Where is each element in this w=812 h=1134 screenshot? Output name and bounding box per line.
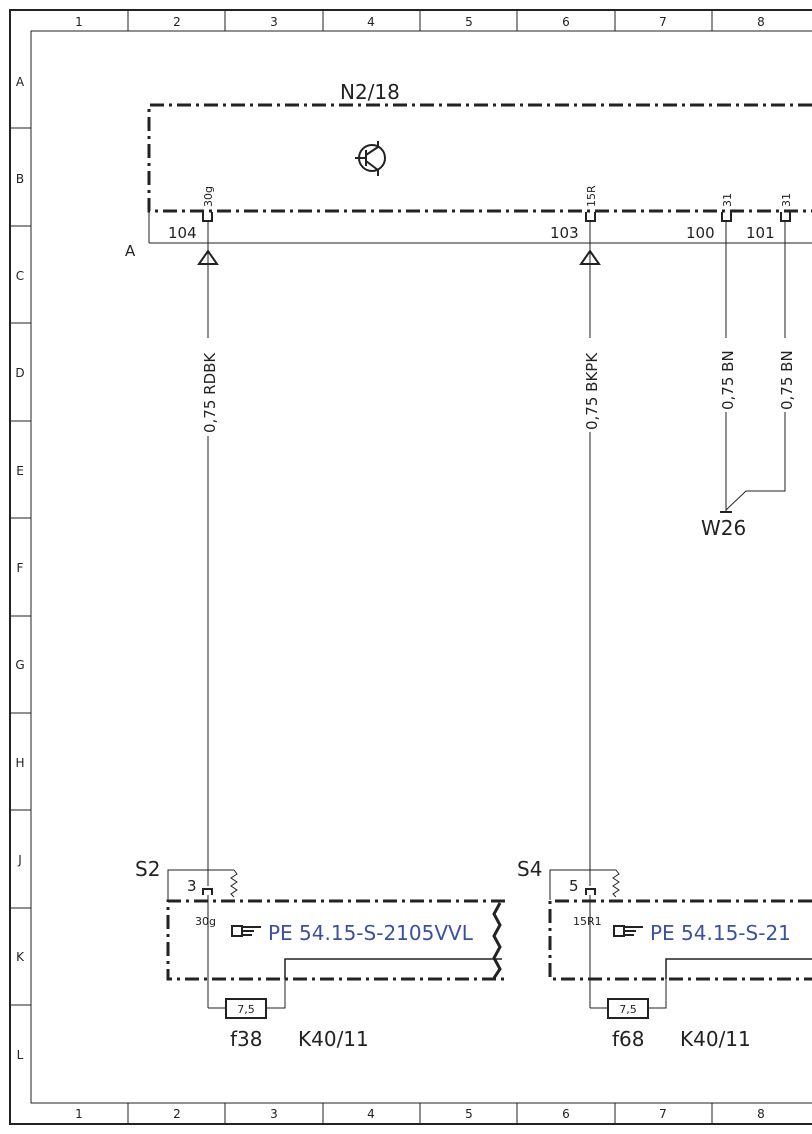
pin-signal: 30g <box>202 186 215 207</box>
fuse-box-label: K40/11 <box>680 1027 751 1051</box>
break-icon <box>492 902 502 979</box>
pin-number: 103 <box>550 224 579 242</box>
pin-number: 100 <box>686 224 715 242</box>
row-label: G <box>15 658 24 672</box>
wire-label: 0,75 RDBK <box>201 352 219 433</box>
fuse-box-boundary <box>166 899 505 981</box>
column-ruler-top: 1 2 3 4 5 6 7 8 <box>75 10 765 31</box>
fuse-label: f68 <box>612 1027 645 1051</box>
row-label: K <box>16 950 25 964</box>
pin-signal: 15R <box>585 185 598 207</box>
terminal-label: 15R1 <box>573 915 602 928</box>
wire-bn-b: 0,75 BN <box>725 243 796 511</box>
connector-arrow-icon <box>579 249 601 265</box>
col-label: 6 <box>562 15 570 29</box>
wire-label: 0,75 BKPK <box>583 352 601 430</box>
ground-point-w26: W26 <box>701 511 746 540</box>
module-boundary <box>147 103 812 213</box>
fuse-block-s4: S4 5 15R1 PE 54.15-S-21 7,5 f68 K40/11 <box>517 857 812 1051</box>
fuse-box-boundary <box>548 899 812 981</box>
row-label: D <box>15 366 24 380</box>
connector-arrow-icon <box>197 249 219 265</box>
col-label: 2 <box>173 15 181 29</box>
spring-icon <box>230 869 238 898</box>
col-label: 8 <box>757 15 765 29</box>
fuse-block-s2: S2 3 30g PE 54.15-S-2105VVL 7,5 f38 K40/… <box>135 857 505 1051</box>
pin-15r: 15R 103 <box>550 185 598 243</box>
pin-31-b: 31 101 <box>746 193 793 243</box>
col-label: 6 <box>562 1107 570 1121</box>
row-label: H <box>15 756 24 770</box>
module-n2-18: N2/18 A 30g 104 15R 103 <box>125 80 812 260</box>
pin-signal: 31 <box>780 193 793 207</box>
circuit-label: S4 <box>517 857 542 881</box>
col-label: 4 <box>367 1107 375 1121</box>
wire-bkpk: 0,75 BKPK <box>579 243 601 886</box>
reference-link[interactable]: PE 54.15-S-2105VVL <box>268 921 474 945</box>
reference-link[interactable]: PE 54.15-S-21 <box>650 921 791 945</box>
col-label: 1 <box>75 1107 83 1121</box>
row-label: J <box>17 853 22 867</box>
col-label: 1 <box>75 15 83 29</box>
fuse-box-label: K40/11 <box>298 1027 369 1051</box>
wire-label: 0,75 BN <box>778 350 796 410</box>
fuse-symbol <box>607 998 649 1019</box>
pin-number: 104 <box>168 224 197 242</box>
wire-bn-a: 0,75 BN <box>716 243 737 512</box>
wire-label: 0,75 BN <box>719 350 737 410</box>
row-label: F <box>17 561 24 575</box>
pin-number: 101 <box>746 224 775 242</box>
row-label: E <box>16 464 24 478</box>
inner-frame <box>30 30 812 1104</box>
pointing-hand-icon <box>613 925 643 937</box>
column-ruler-bottom: 1 2 3 4 5 6 7 8 <box>75 1103 765 1124</box>
col-label: 8 <box>757 1107 765 1121</box>
module-id: N2/18 <box>340 80 400 104</box>
fuse-symbol <box>225 998 267 1019</box>
col-label: 7 <box>659 15 667 29</box>
ground-label: W26 <box>701 516 746 540</box>
fuse-rating: 7,5 <box>237 1003 255 1016</box>
col-label: 3 <box>270 15 278 29</box>
connector-label: A <box>125 242 136 260</box>
col-label: 3 <box>270 1107 278 1121</box>
row-label: A <box>16 75 25 89</box>
pointing-hand-icon <box>231 925 261 937</box>
pin-number: 5 <box>569 877 579 895</box>
fuse-rating: 7,5 <box>619 1003 637 1016</box>
col-label: 5 <box>465 15 473 29</box>
wire-rdbk: 0,75 RDBK <box>197 243 219 886</box>
col-label: 7 <box>659 1107 667 1121</box>
row-label: L <box>17 1048 24 1062</box>
pin-signal: 31 <box>721 193 734 207</box>
row-label: B <box>16 172 24 186</box>
pin-31-a: 31 100 <box>686 193 734 243</box>
row-ruler: A B C D E F G H J K L <box>10 75 31 1062</box>
col-label: 4 <box>367 15 375 29</box>
circuit-label: S2 <box>135 857 160 881</box>
outer-frame <box>9 9 812 1125</box>
row-label: C <box>16 269 24 283</box>
pin-30g: 30g 104 <box>168 186 215 243</box>
pin-number: 3 <box>187 877 197 895</box>
terminal-label: 30g <box>195 915 216 928</box>
col-label: 5 <box>465 1107 473 1121</box>
spring-icon <box>612 869 620 898</box>
fuse-label: f38 <box>230 1027 263 1051</box>
transistor-icon <box>355 141 386 176</box>
col-label: 2 <box>173 1107 181 1121</box>
